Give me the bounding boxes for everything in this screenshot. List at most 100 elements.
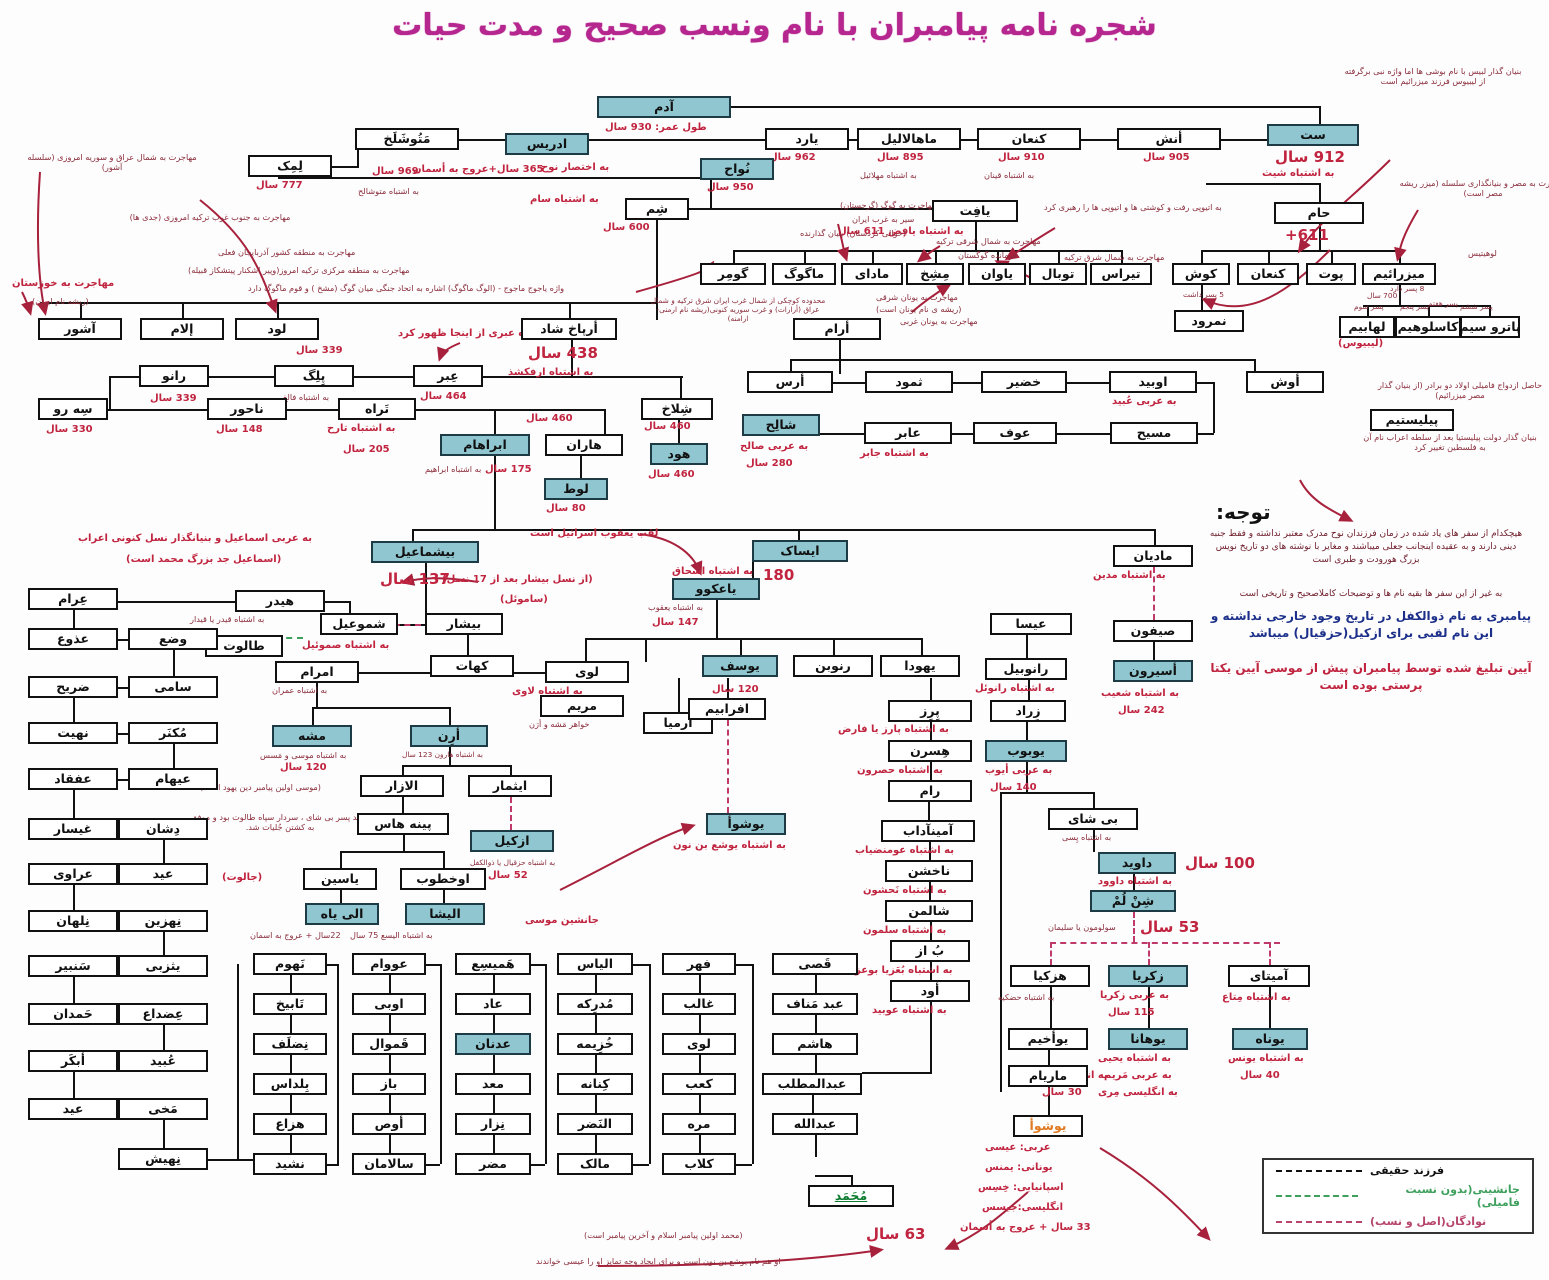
person-node-yavan[interactable]: یاوان xyxy=(968,263,1026,285)
person-node-m_obid[interactable]: عُبید xyxy=(118,1050,208,1072)
person-node-tiras[interactable]: تیراس xyxy=(1090,263,1152,285)
person-node-m_nahish[interactable]: نِهیش xyxy=(118,1148,208,1170)
person-node-elam[interactable]: إلام xyxy=(140,318,224,340)
person-node-asiroon[interactable]: أسیرون xyxy=(1113,660,1193,682)
person-node-tubal[interactable]: توبال xyxy=(1029,263,1087,285)
person-node-shamuel[interactable]: شموعیل xyxy=(320,613,398,635)
person-node-c6_abdmanaf[interactable]: عبد مَناف xyxy=(772,993,858,1015)
person-node-hud[interactable]: هود xyxy=(650,443,708,465)
person-node-nakhshon[interactable]: ناخشن xyxy=(885,860,973,882)
person-node-kenan[interactable]: کنعان xyxy=(977,128,1081,150)
person-node-perez[interactable]: پِرِز xyxy=(888,700,972,722)
person-node-hezkia[interactable]: هزکیا xyxy=(1010,965,1090,987)
person-node-c3_maad[interactable]: معد xyxy=(455,1073,531,1095)
person-node-shenlom[interactable]: شِنْ لُمْ xyxy=(1090,890,1176,912)
person-node-m_ayham[interactable]: عیهام xyxy=(128,768,218,790)
person-node-saifon[interactable]: صیفون xyxy=(1113,620,1193,642)
person-node-arpakhshad[interactable]: أرپاخ شاد xyxy=(521,318,617,340)
person-node-bishay[interactable]: بی شای xyxy=(1048,808,1138,830)
person-node-samud[interactable]: ثمود xyxy=(865,371,953,393)
person-node-m_vazo[interactable]: وضع xyxy=(128,628,218,650)
person-node-masih[interactable]: مسیح xyxy=(1110,422,1198,444)
person-node-amram[interactable]: امرام xyxy=(275,661,359,683)
person-node-lemek[interactable]: لِمِک xyxy=(248,155,332,177)
person-node-kenan2[interactable]: کنعان xyxy=(1237,263,1299,285)
person-node-c5_fehr[interactable]: فهر xyxy=(662,953,736,975)
person-node-ranoobin[interactable]: رنوبن xyxy=(793,655,873,677)
person-node-m_eid[interactable]: عید xyxy=(118,863,208,885)
person-node-magog[interactable]: ماگوگ xyxy=(772,263,836,285)
person-node-poot[interactable]: پوت xyxy=(1306,263,1356,285)
person-node-gomer[interactable]: گومِر xyxy=(700,263,766,285)
person-node-c3_mozar[interactable]: مضر xyxy=(455,1153,531,1175)
person-node-l_azoo[interactable]: عذوع xyxy=(28,628,118,650)
person-node-c1_tabikh[interactable]: تَابیخ xyxy=(253,993,327,1015)
person-node-ashur[interactable]: آشور xyxy=(38,318,122,340)
person-node-c5_kelab[interactable]: کلاب xyxy=(662,1153,736,1175)
person-node-c2_baz[interactable]: باز xyxy=(352,1073,426,1095)
person-node-c2_salaman[interactable]: سالامان xyxy=(352,1153,426,1175)
person-node-c4_khozeyma[interactable]: خُزِیمه xyxy=(557,1033,633,1055)
person-node-david[interactable]: داوید xyxy=(1098,852,1176,874)
person-node-sham[interactable]: شِم xyxy=(625,198,689,220)
person-node-motoshalekh[interactable]: مَتُوشَلَخ xyxy=(355,128,459,150)
person-node-pilistim[interactable]: پیلیستیم xyxy=(1370,409,1454,431)
person-node-maryam2[interactable]: ماریام xyxy=(1008,1065,1088,1087)
person-node-yuakhim[interactable]: یوأخیم xyxy=(1008,1028,1088,1050)
person-node-mesheh[interactable]: مشه xyxy=(272,725,352,747)
person-node-c3_hamisa[interactable]: هَمیسِع xyxy=(455,953,531,975)
person-node-okhtub[interactable]: اوخطوب xyxy=(400,868,486,890)
person-node-ranoo[interactable]: رانو xyxy=(139,365,209,387)
person-node-m_yazbi[interactable]: یثزبی xyxy=(118,955,208,977)
person-node-m_dashan[interactable]: دِشان xyxy=(118,818,208,840)
person-node-shalmon[interactable]: شالمن xyxy=(885,900,973,922)
person-node-c1_baldas[interactable]: بِلداس xyxy=(253,1073,327,1095)
person-node-hayder[interactable]: هیدر xyxy=(235,590,325,612)
person-node-l_ghiram[interactable]: عِرام xyxy=(28,588,118,610)
person-node-elazar[interactable]: الازار xyxy=(360,775,444,797)
person-node-oof[interactable]: عوف xyxy=(973,422,1057,444)
person-node-c4_elyas[interactable]: الیاس xyxy=(557,953,633,975)
person-node-ram[interactable]: رام xyxy=(888,780,972,802)
person-node-l_nilhan[interactable]: نِلهان xyxy=(28,910,118,932)
person-node-aber[interactable]: عابر xyxy=(864,422,952,444)
person-node-anush[interactable]: أنش xyxy=(1117,128,1221,150)
person-node-yeshua[interactable]: یوشوأ xyxy=(1013,1115,1083,1137)
person-node-kahat[interactable]: کهات xyxy=(430,655,514,677)
person-node-c5_ghalib[interactable]: غالب xyxy=(662,993,736,1015)
person-node-yaaqoo[interactable]: یاعکوو xyxy=(672,578,760,600)
person-node-nemrud[interactable]: نمرود xyxy=(1174,310,1244,332)
person-node-yousof[interactable]: یوسف xyxy=(702,655,778,677)
person-node-l_eid[interactable]: عید xyxy=(28,1098,118,1120)
person-node-lahabim[interactable]: لهابیم xyxy=(1339,316,1395,338)
person-node-c3_adnan[interactable]: عدنان xyxy=(455,1033,531,1055)
person-node-shaleh[interactable]: شالِح xyxy=(742,414,820,436)
person-node-lawi[interactable]: لوی xyxy=(545,661,629,683)
person-node-yasin[interactable]: یاسین xyxy=(303,868,377,890)
person-node-idris[interactable]: ادریس xyxy=(505,133,589,155)
person-node-ars[interactable]: أرس xyxy=(747,371,833,393)
person-node-patrusim[interactable]: پاترو سیم xyxy=(1459,316,1521,338)
person-node-ibrahim[interactable]: ابراهام xyxy=(440,434,530,456)
person-node-eliyah[interactable]: الی یاه xyxy=(305,903,379,925)
person-node-c4_kenana[interactable]: کِنانه xyxy=(557,1073,633,1095)
person-node-amitai[interactable]: آمیتای xyxy=(1228,965,1310,987)
person-node-paleg[interactable]: پِلِگ xyxy=(274,365,354,387)
person-node-madai[interactable]: مادای xyxy=(841,263,903,285)
person-node-kasluhim[interactable]: کاسلوهیم xyxy=(1395,316,1461,338)
person-node-c2_aws[interactable]: أوص xyxy=(352,1113,426,1135)
person-node-lood[interactable]: لود xyxy=(235,318,319,340)
person-node-nooah[interactable]: نُواح xyxy=(700,158,774,180)
person-node-yunah[interactable]: یوناه xyxy=(1232,1028,1308,1050)
person-node-m_ozda[interactable]: عِضداع xyxy=(118,1003,208,1025)
person-node-yuhana[interactable]: یوهانا xyxy=(1108,1028,1188,1050)
person-node-c1_nahum[interactable]: نَهوم xyxy=(253,953,327,975)
person-node-shelakh[interactable]: شِلاخ xyxy=(641,398,713,420)
person-node-ranubil[interactable]: رانوبیل xyxy=(985,658,1067,680)
person-node-afrayim[interactable]: افرابیم xyxy=(688,698,766,720)
person-node-m_maknar[interactable]: مُکنَر xyxy=(128,722,218,744)
person-node-c1_nashid[interactable]: نشید xyxy=(253,1153,327,1175)
person-node-kush[interactable]: کوش xyxy=(1172,263,1230,285)
person-node-c6_hashem[interactable]: هاشم xyxy=(772,1033,858,1055)
person-node-mizraim[interactable]: میزرائیم xyxy=(1362,263,1436,285)
